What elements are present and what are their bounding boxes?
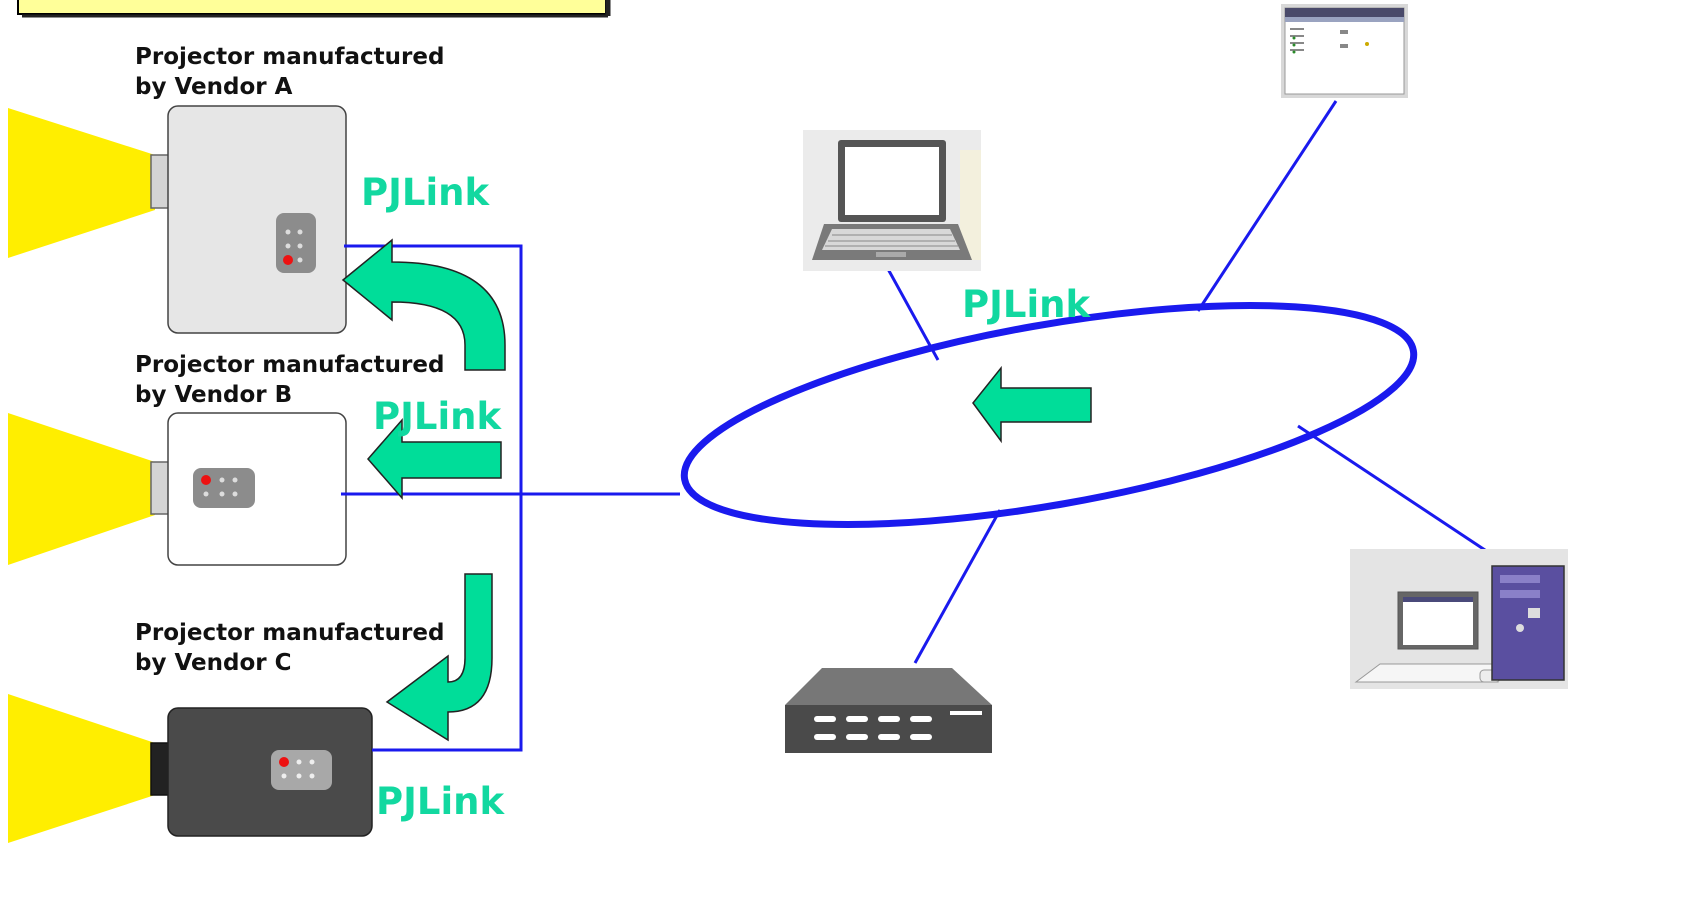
projector-c-label-line2: by Vendor C <box>135 650 292 676</box>
monitor-screen-icon <box>1281 4 1408 98</box>
projector-vendor-c <box>8 694 373 843</box>
network-connections <box>886 100 1501 664</box>
light-beam-icon <box>8 413 155 565</box>
arrow-icon <box>972 365 1092 444</box>
projector-a-label: Projector manufactured by Vendor A <box>135 42 444 102</box>
projector-vendor-a <box>8 105 347 334</box>
projector-b-label-line2: by Vendor B <box>135 382 293 408</box>
projector-wiring <box>341 244 680 752</box>
network-ring <box>680 302 1418 528</box>
projector-vendor-b <box>8 412 347 566</box>
desktop-pc-icon <box>1350 549 1568 689</box>
light-beam-icon <box>8 108 155 258</box>
arrow-icon <box>367 417 502 501</box>
projector-body <box>167 105 347 334</box>
title-box <box>17 0 611 18</box>
projector-c-label: Projector manufactured by Vendor C <box>135 618 444 678</box>
projector-c-label-line1: Projector manufactured <box>135 620 445 646</box>
projector-body <box>167 707 373 837</box>
network-switch-icon <box>785 668 992 753</box>
projector-a-label-line1: Projector manufactured <box>135 44 445 70</box>
arrow-icon <box>385 573 493 742</box>
pjlink-label-vendor-a: PJLink <box>361 171 490 214</box>
laptop-icon <box>803 130 981 271</box>
projector-body <box>167 412 347 566</box>
pjlink-label-network: PJLink <box>962 283 1091 326</box>
control-panel-icon <box>193 468 255 508</box>
projector-b-label-line1: Projector manufactured <box>135 352 445 378</box>
control-panel-icon <box>271 750 332 790</box>
pjlink-label-vendor-c: PJLink <box>376 780 505 823</box>
light-beam-icon <box>8 694 155 843</box>
projector-b-label: Projector manufactured by Vendor B <box>135 350 444 410</box>
arrow-icon <box>341 238 506 371</box>
projector-a-label-line2: by Vendor A <box>135 74 293 100</box>
pjlink-label-vendor-b: PJLink <box>373 395 502 438</box>
control-panel-icon <box>276 213 316 273</box>
